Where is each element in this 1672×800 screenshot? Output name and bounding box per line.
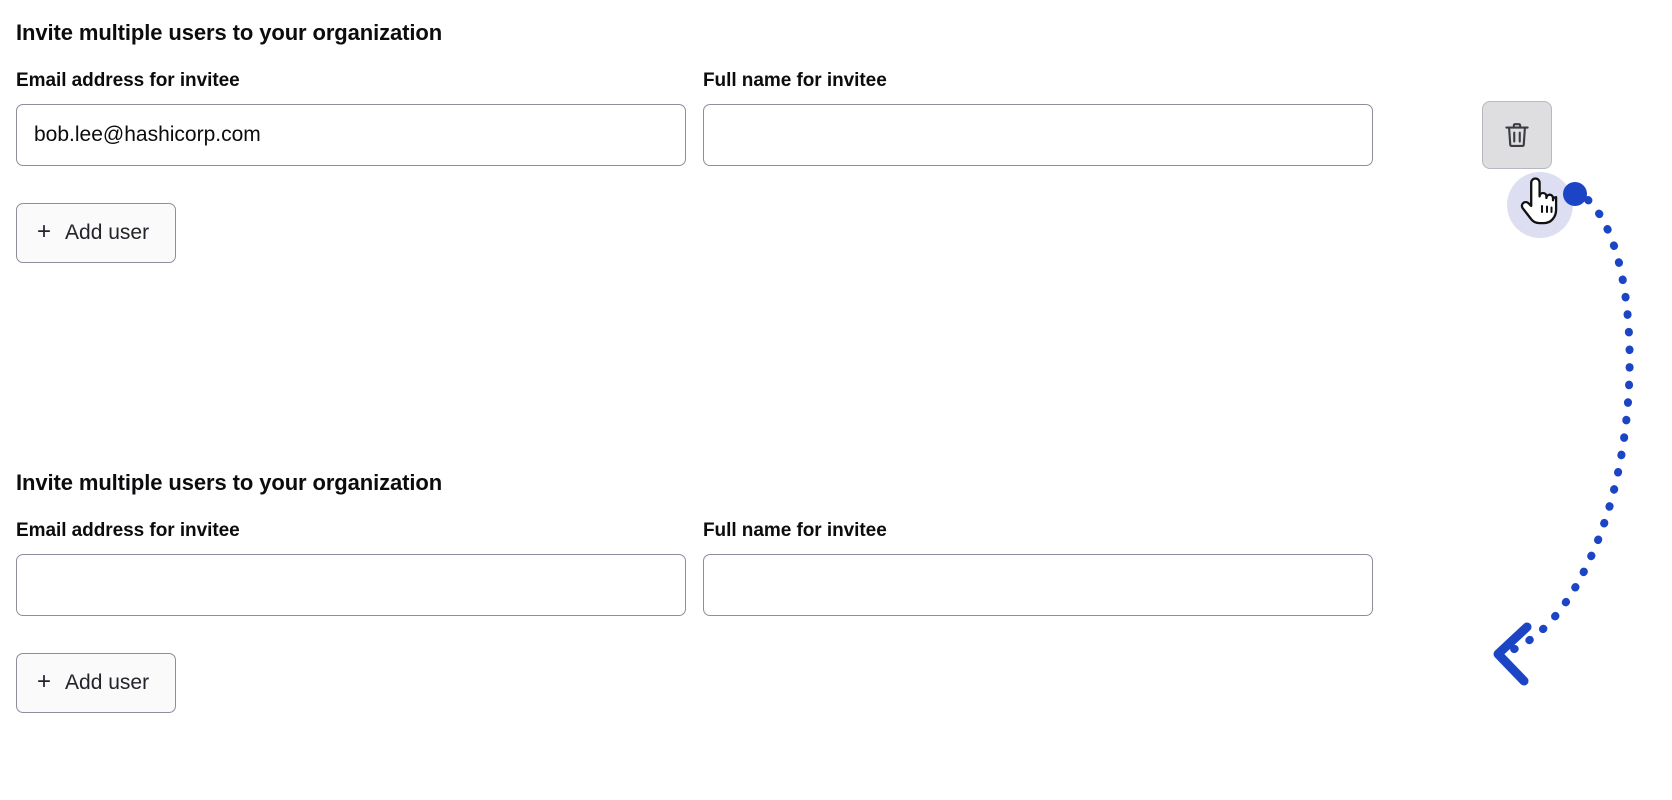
email-field-group: Email address for invitee bbox=[16, 70, 686, 166]
section-title: Invite multiple users to your organizati… bbox=[16, 470, 443, 495]
email-field-group: Email address for invitee bbox=[16, 520, 686, 616]
fullname-field-group: Full name for invitee bbox=[703, 70, 1373, 166]
fullname-field-group: Full name for invitee bbox=[703, 520, 1373, 616]
invitee-row: Email address for invitee Full name for … bbox=[0, 70, 1672, 190]
invitee-row: Email address for invitee Full name for … bbox=[0, 520, 1672, 640]
add-user-label: Add user bbox=[65, 671, 150, 694]
fullname-input[interactable] bbox=[703, 554, 1373, 616]
email-input[interactable] bbox=[16, 554, 686, 616]
section-title: Invite multiple users to your organizati… bbox=[16, 20, 443, 45]
add-user-button[interactable]: + Add user bbox=[16, 653, 177, 713]
plus-icon: + bbox=[37, 218, 52, 245]
delete-invitee-button[interactable] bbox=[1482, 101, 1552, 169]
add-user-button[interactable]: + Add user bbox=[16, 203, 177, 263]
plus-icon: + bbox=[37, 668, 52, 695]
email-field-label: Email address for invitee bbox=[16, 70, 240, 91]
fullname-field-label: Full name for invitee bbox=[703, 70, 887, 91]
add-user-label: Add user bbox=[65, 221, 150, 244]
email-field-label: Email address for invitee bbox=[16, 520, 240, 541]
trash-icon bbox=[1502, 120, 1532, 150]
fullname-field-label: Full name for invitee bbox=[703, 520, 887, 541]
email-input[interactable] bbox=[16, 104, 686, 166]
fullname-input[interactable] bbox=[703, 104, 1373, 166]
